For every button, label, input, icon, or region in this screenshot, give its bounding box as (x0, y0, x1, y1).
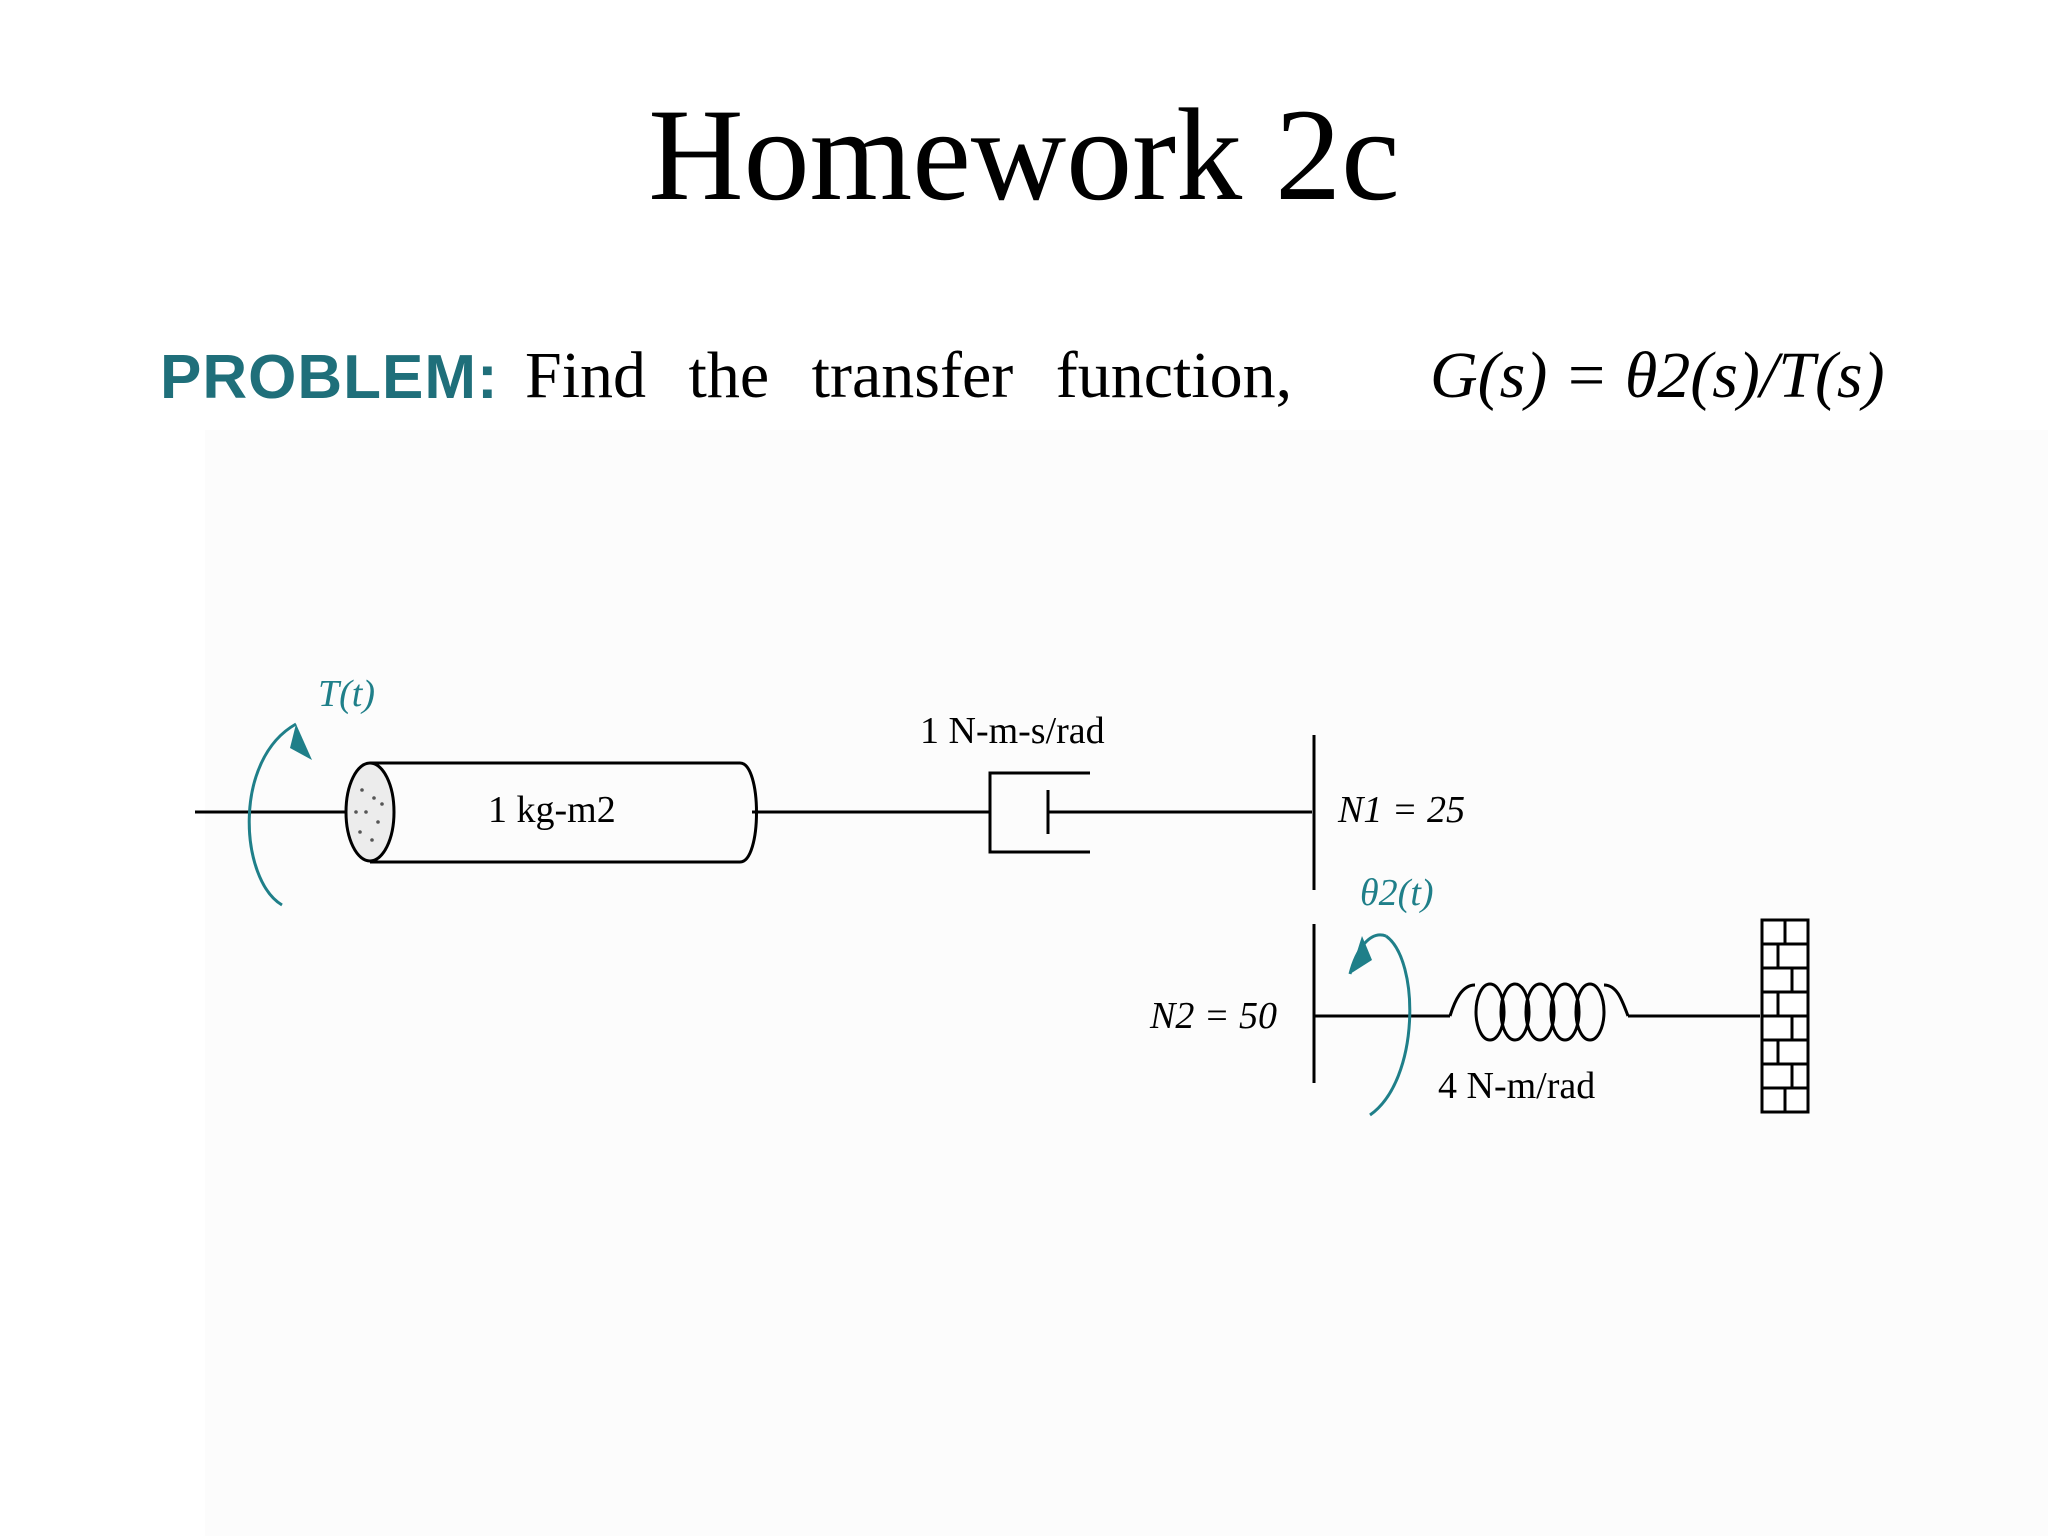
torque-label: T(t) (318, 673, 375, 715)
gear1-label: N1 = 25 (1337, 789, 1465, 831)
theta-arrow-tail (1348, 933, 1387, 975)
spring-lead-out (1603, 983, 1630, 1017)
gear2-label: N2 = 50 (1149, 995, 1277, 1037)
damper-housing (988, 771, 1090, 854)
damper-label: 1 N-m-s/rad (920, 710, 1105, 752)
transfer-function-equation: G(s) = θ2(s)/T(s) (1430, 339, 1885, 412)
spring-label: 4 N-m/rad (1438, 1065, 1595, 1107)
problem-label: PROBLEM: (160, 343, 499, 412)
inertia-cylinder-end (344, 761, 396, 863)
torque-arrow (247, 722, 297, 907)
problem-text: Find the transfer function, (525, 339, 1293, 412)
spring-lead-in (1448, 983, 1476, 1017)
fixed-wall-icon (1760, 918, 1810, 1114)
problem-statement: PROBLEM: Find the transfer function, G(s… (160, 330, 1980, 430)
content-panel (205, 430, 2048, 1536)
theta-arrow (1369, 934, 1412, 1117)
theta-label: θ2(t) (1360, 872, 1434, 914)
theta-arrowhead-icon (1350, 936, 1372, 974)
slide-title: Homework 2c (648, 81, 1400, 228)
inertia-end-texture (354, 788, 384, 842)
torque-arrowhead-icon (290, 724, 312, 760)
spring-coils (1474, 982, 1606, 1042)
inertia-label: 1 kg-m2 (488, 789, 616, 831)
